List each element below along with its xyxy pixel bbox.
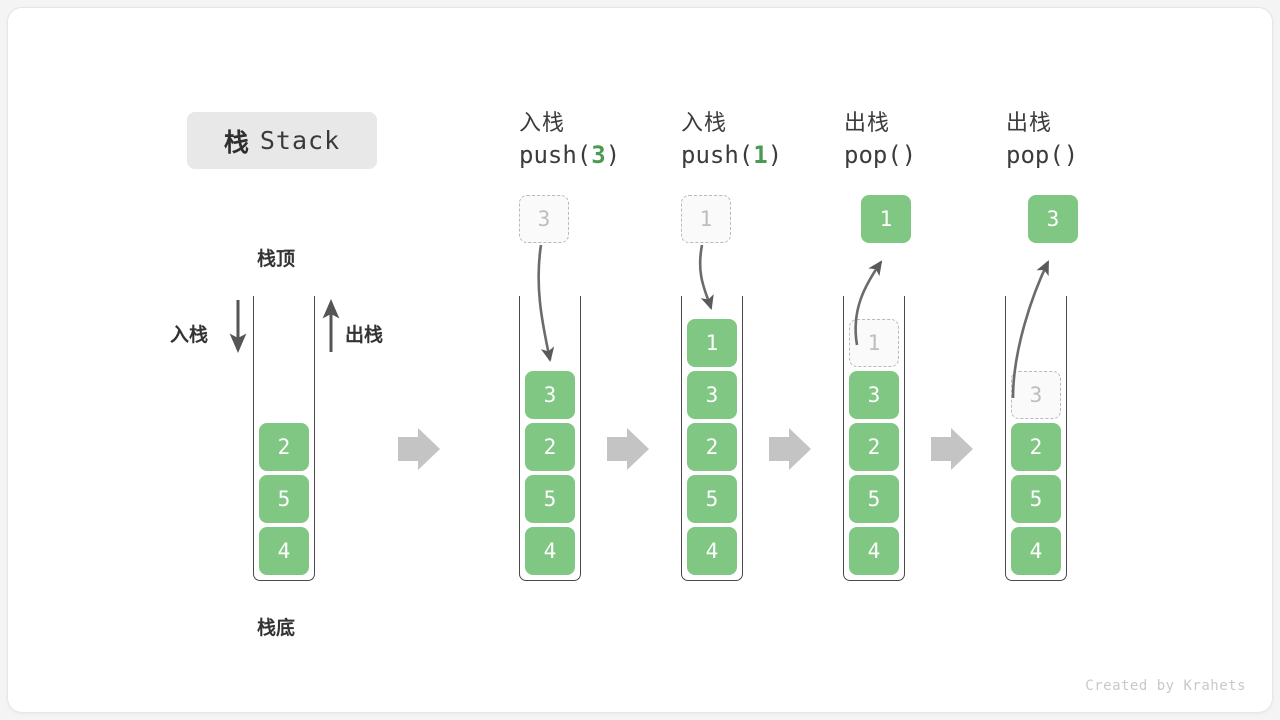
stack-cell: 5 [525, 475, 575, 523]
ghost-cell: 1 [849, 319, 899, 367]
code-arg: 3 [591, 141, 606, 169]
pop-side-label: 出栈 [345, 325, 384, 346]
stack-pop-3: 3 2 5 4 [1005, 296, 1067, 581]
step-op-cn: 入栈 [681, 110, 728, 135]
stack-bottom-label: 栈底 [257, 618, 296, 639]
step-op-cn: 入栈 [519, 110, 566, 135]
stack-cell: 2 [687, 423, 737, 471]
code-prefix: push( [519, 141, 592, 169]
stack-cell: 5 [259, 475, 309, 523]
step-code: pop() [844, 138, 1014, 172]
step-header-pop-3: 出栈 pop() [1006, 108, 1176, 172]
step-code: push(3) [519, 138, 689, 172]
stack-cell: 5 [687, 475, 737, 523]
stack-cell: 4 [849, 527, 899, 575]
stack-cell: 1 [687, 319, 737, 367]
step-header-pop-1: 出栈 pop() [844, 108, 1014, 172]
step-code: push(1) [681, 138, 851, 172]
stack-cell: 3 [687, 371, 737, 419]
stack-walls [519, 296, 581, 581]
stack-cell: 2 [849, 423, 899, 471]
stack-cell: 4 [259, 527, 309, 575]
ghost-cell: 3 [1011, 371, 1061, 419]
outgoing-node-3: 3 [1028, 195, 1078, 243]
stack-initial: 2 5 4 [253, 296, 315, 581]
stack-cell: 2 [259, 423, 309, 471]
title-badge: 栈 Stack [187, 112, 377, 169]
stack-cell: 4 [525, 527, 575, 575]
outgoing-node-1: 1 [861, 195, 911, 243]
code-prefix: pop( [1006, 141, 1064, 169]
code-suffix: ) [1063, 141, 1079, 169]
stack-top-label: 栈顶 [257, 249, 296, 270]
stack-cell: 4 [687, 527, 737, 575]
credit-text: Created by Krahets [1085, 678, 1246, 694]
stack-cell: 3 [525, 371, 575, 419]
stack-cell: 5 [1011, 475, 1061, 523]
stack-cell: 5 [849, 475, 899, 523]
stack-cell: 4 [1011, 527, 1061, 575]
step-op-cn: 出栈 [1006, 110, 1053, 135]
step-header-push-3: 入栈 push(3) [519, 108, 689, 172]
code-suffix: ) [901, 141, 917, 169]
push-side-label: 入栈 [170, 325, 209, 346]
code-arg: 1 [753, 141, 768, 169]
stack-walls [843, 296, 905, 581]
stack-push-1: 1 3 2 5 4 [681, 296, 743, 581]
stack-walls [681, 296, 743, 581]
stack-cell: 3 [849, 371, 899, 419]
stack-walls [253, 296, 315, 581]
title-en: Stack [259, 126, 341, 155]
step-op-cn: 出栈 [844, 110, 891, 135]
step-header-push-1: 入栈 push(1) [681, 108, 851, 172]
code-prefix: push( [681, 141, 754, 169]
stack-push-3: 3 2 5 4 [519, 296, 581, 581]
incoming-node-3: 3 [519, 195, 569, 243]
incoming-node-1: 1 [681, 195, 731, 243]
code-suffix: ) [605, 141, 621, 169]
stack-cell: 2 [525, 423, 575, 471]
code-suffix: ) [767, 141, 783, 169]
stack-cell: 2 [1011, 423, 1061, 471]
title-cn: 栈 [223, 128, 250, 157]
code-prefix: pop( [844, 141, 902, 169]
stack-walls [1005, 296, 1067, 581]
step-code: pop() [1006, 138, 1176, 172]
stack-pop-1: 1 3 2 5 4 [843, 296, 905, 581]
